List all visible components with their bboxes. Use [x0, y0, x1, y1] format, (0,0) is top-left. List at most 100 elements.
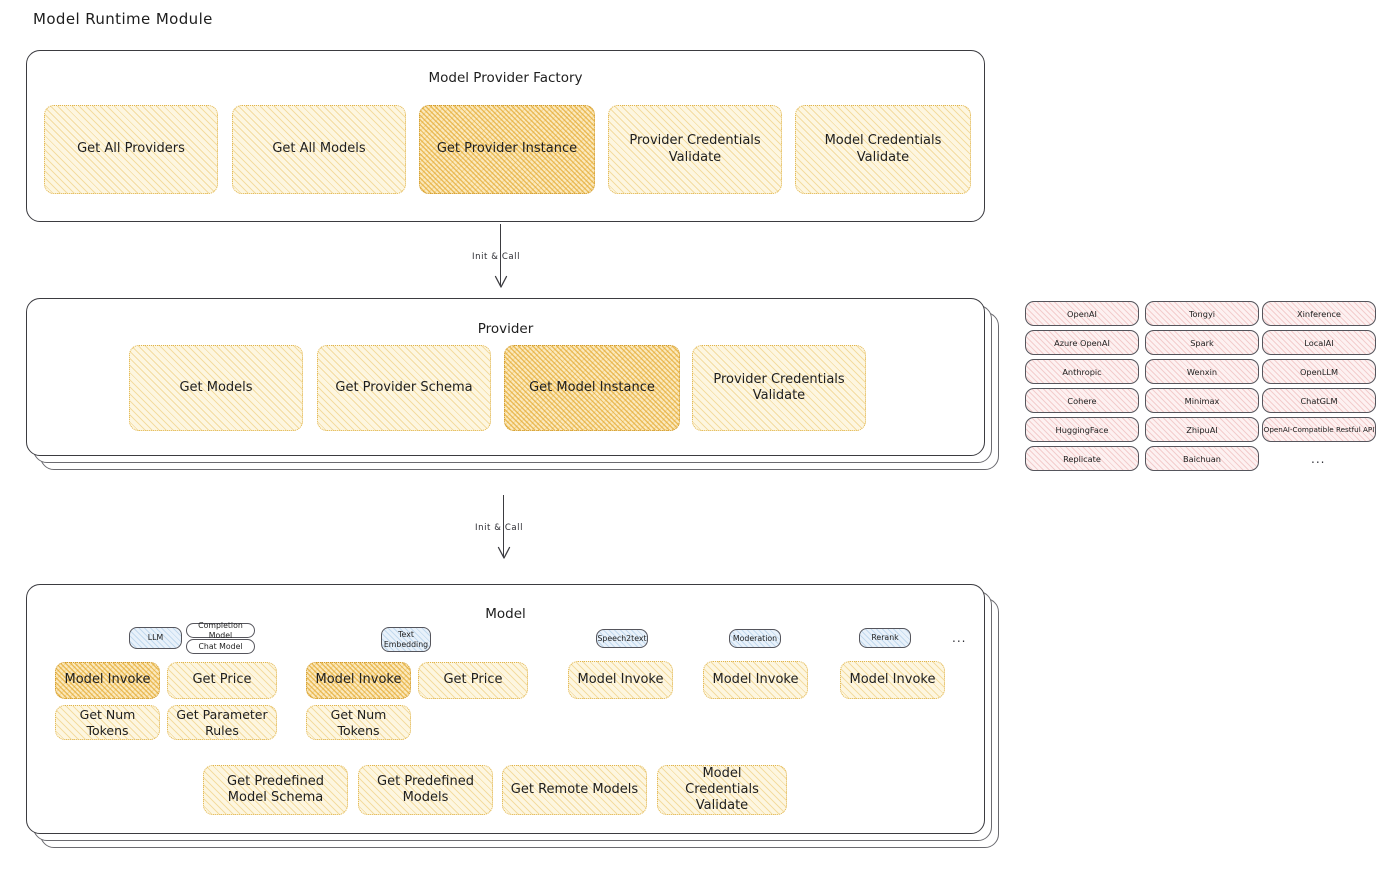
model-method-llm-get-price[interactable]: Get Price	[167, 662, 277, 699]
provider-chip-minimax[interactable]: Minimax	[1145, 388, 1259, 413]
provider-method-get-model-instance[interactable]: Get Model Instance	[504, 345, 680, 431]
model-method-label: Get Num Tokens	[330, 706, 387, 738]
model-method-label: Get Price	[443, 672, 503, 688]
provider-chip-openai[interactable]: OpenAI	[1025, 301, 1139, 326]
provider-method-get-provider-schema[interactable]: Get Provider Schema	[317, 345, 491, 431]
model-common-method-get-remote-models[interactable]: Get Remote Models	[502, 765, 647, 815]
model-method-text-embedding-get-price[interactable]: Get Price	[418, 662, 528, 699]
provider-chip-label: Cohere	[1067, 395, 1097, 406]
model-method-llm-model-invoke[interactable]: Model Invoke	[55, 662, 160, 699]
model-type-badge-llm[interactable]: LLM	[129, 627, 182, 649]
model-method-label: Model Invoke	[315, 672, 402, 688]
arrow-factory-to-provider-line	[500, 224, 502, 286]
arrow-provider-to-model-line	[503, 495, 505, 557]
model-method-label: Get Parameter Rules	[176, 706, 268, 738]
factory-method-label: Provider Credentials Validate	[629, 133, 761, 165]
provider-chip-localai[interactable]: LocalAI	[1262, 330, 1376, 355]
model-provider-factory-title: Model Provider Factory	[428, 70, 583, 86]
provider-chip-zhipuai[interactable]: ZhipuAI	[1145, 417, 1259, 442]
provider-chip-label: LocalAI	[1304, 337, 1334, 348]
model-title: Model	[485, 606, 526, 622]
model-type-label: Text Embedding	[383, 630, 429, 649]
model-method-label: Model Invoke	[849, 671, 936, 687]
arrow-provider-to-model-head	[497, 546, 511, 559]
provider-chip-label: Azure OpenAI	[1054, 337, 1110, 348]
model-types-more: ...	[952, 631, 967, 645]
model-common-method-label: Get Predefined Model Schema	[227, 773, 324, 805]
model-type-badge-moderation[interactable]: Moderation	[729, 629, 781, 648]
arrow-factory-to-provider-head	[494, 275, 508, 288]
model-subtype-label: Chat Model	[198, 641, 243, 651]
factory-method-label: Model Credentials Validate	[824, 133, 942, 165]
model-method-speech2text-model-invoke[interactable]: Model Invoke	[568, 661, 673, 699]
model-method-label: Get Price	[192, 672, 252, 688]
model-method-moderation-model-invoke[interactable]: Model Invoke	[703, 661, 808, 699]
factory-method-provider-credentials-validate[interactable]: Provider Credentials Validate	[608, 105, 782, 194]
provider-chip-anthropic[interactable]: Anthropic	[1025, 359, 1139, 384]
provider-chip-label: Xinference	[1297, 308, 1341, 319]
provider-chip-baichuan[interactable]: Baichuan	[1145, 446, 1259, 471]
model-method-text-embedding-model-invoke[interactable]: Model Invoke	[306, 662, 411, 699]
arrow-provider-to-model-label: Init & Call	[475, 523, 524, 533]
model-method-llm-get-num-tokens[interactable]: Get Num Tokens	[55, 705, 160, 740]
provider-chip-wenxin[interactable]: Wenxin	[1145, 359, 1259, 384]
provider-chip-label: Replicate	[1063, 453, 1101, 464]
model-method-text-embedding-get-num-tokens[interactable]: Get Num Tokens	[306, 705, 411, 740]
factory-method-get-provider-instance[interactable]: Get Provider Instance	[419, 105, 595, 194]
model-method-label: Model Invoke	[577, 671, 664, 687]
provider-chip-label: Anthropic	[1062, 366, 1102, 377]
model-type-label: Rerank	[871, 633, 899, 643]
provider-chip-spark[interactable]: Spark	[1145, 330, 1259, 355]
provider-chip-label: Tongyi	[1188, 308, 1216, 319]
provider-method-provider-credentials-validate[interactable]: Provider Credentials Validate	[692, 345, 866, 431]
provider-chip-openai-compatible-restful-api[interactable]: OpenAI-Compatible Restful API	[1262, 417, 1376, 442]
provider-chip-label: OpenLLM	[1299, 366, 1339, 377]
provider-method-get-models[interactable]: Get Models	[129, 345, 303, 431]
model-common-method-label: Get Remote Models	[510, 781, 639, 797]
model-subtype-badge-chat-model[interactable]: Chat Model	[186, 639, 255, 654]
provider-chip-label: ZhipuAI	[1186, 424, 1218, 435]
provider-title: Provider	[477, 321, 534, 337]
model-method-llm-get-parameter-rules[interactable]: Get Parameter Rules	[167, 705, 277, 740]
provider-chip-label: Minimax	[1184, 395, 1220, 406]
factory-method-model-credentials-validate[interactable]: Model Credentials Validate	[795, 105, 971, 194]
model-type-label: Speech2text	[597, 633, 647, 643]
provider-chip-chatglm[interactable]: ChatGLM	[1262, 388, 1376, 413]
model-method-rerank-model-invoke[interactable]: Model Invoke	[840, 661, 945, 699]
provider-chip-huggingface[interactable]: HuggingFace	[1025, 417, 1139, 442]
model-method-label: Model Invoke	[64, 672, 151, 688]
factory-method-get-all-models[interactable]: Get All Models	[232, 105, 406, 194]
provider-method-label: Get Models	[179, 379, 253, 395]
arrow-factory-to-provider-label: Init & Call	[472, 252, 521, 262]
model-common-method-get-predefined-models[interactable]: Get Predefined Models	[358, 765, 493, 815]
provider-chip-label: Wenxin	[1186, 366, 1218, 377]
provider-chip-xinference[interactable]: Xinference	[1262, 301, 1376, 326]
provider-chip-cohere[interactable]: Cohere	[1025, 388, 1139, 413]
factory-method-label: Get All Providers	[77, 141, 185, 157]
model-type-label: Moderation	[732, 633, 778, 643]
model-subtype-badge-completion-model[interactable]: Completion Model	[186, 621, 255, 640]
provider-chip-label: Spark	[1190, 337, 1214, 348]
model-method-label: Model Invoke	[712, 671, 799, 687]
model-common-method-label: Get Predefined Models	[377, 773, 474, 805]
model-type-badge-speech2text[interactable]: Speech2text	[596, 629, 648, 648]
model-type-badge-text-embedding[interactable]: Text Embedding	[381, 627, 431, 652]
provider-chip-label: OpenAI	[1067, 308, 1097, 319]
provider-chip-tongyi[interactable]: Tongyi	[1145, 301, 1259, 326]
provider-chip-openllm[interactable]: OpenLLM	[1262, 359, 1376, 384]
model-method-label: Get Num Tokens	[79, 706, 136, 738]
provider-chip-label: OpenAI-Compatible Restful API	[1263, 425, 1375, 434]
provider-chip-label: HuggingFace	[1055, 424, 1109, 435]
provider-chip-azure-openai[interactable]: Azure OpenAI	[1025, 330, 1139, 355]
provider-method-label: Get Provider Schema	[335, 379, 473, 395]
model-common-method-get-predefined-model-schema[interactable]: Get Predefined Model Schema	[203, 765, 348, 815]
model-common-method-model-credentials-validate[interactable]: Model Credentials Validate	[657, 765, 787, 815]
provider-method-label: Provider Credentials Validate	[713, 371, 845, 403]
provider-chip-replicate[interactable]: Replicate	[1025, 446, 1139, 471]
model-common-method-label: Model Credentials Validate	[685, 765, 759, 814]
provider-chip-label: Baichuan	[1183, 453, 1221, 464]
factory-method-label: Get Provider Instance	[436, 141, 578, 157]
factory-method-get-all-providers[interactable]: Get All Providers	[44, 105, 218, 194]
provider-chip-label: ChatGLM	[1300, 395, 1338, 406]
model-type-badge-rerank[interactable]: Rerank	[859, 628, 911, 648]
